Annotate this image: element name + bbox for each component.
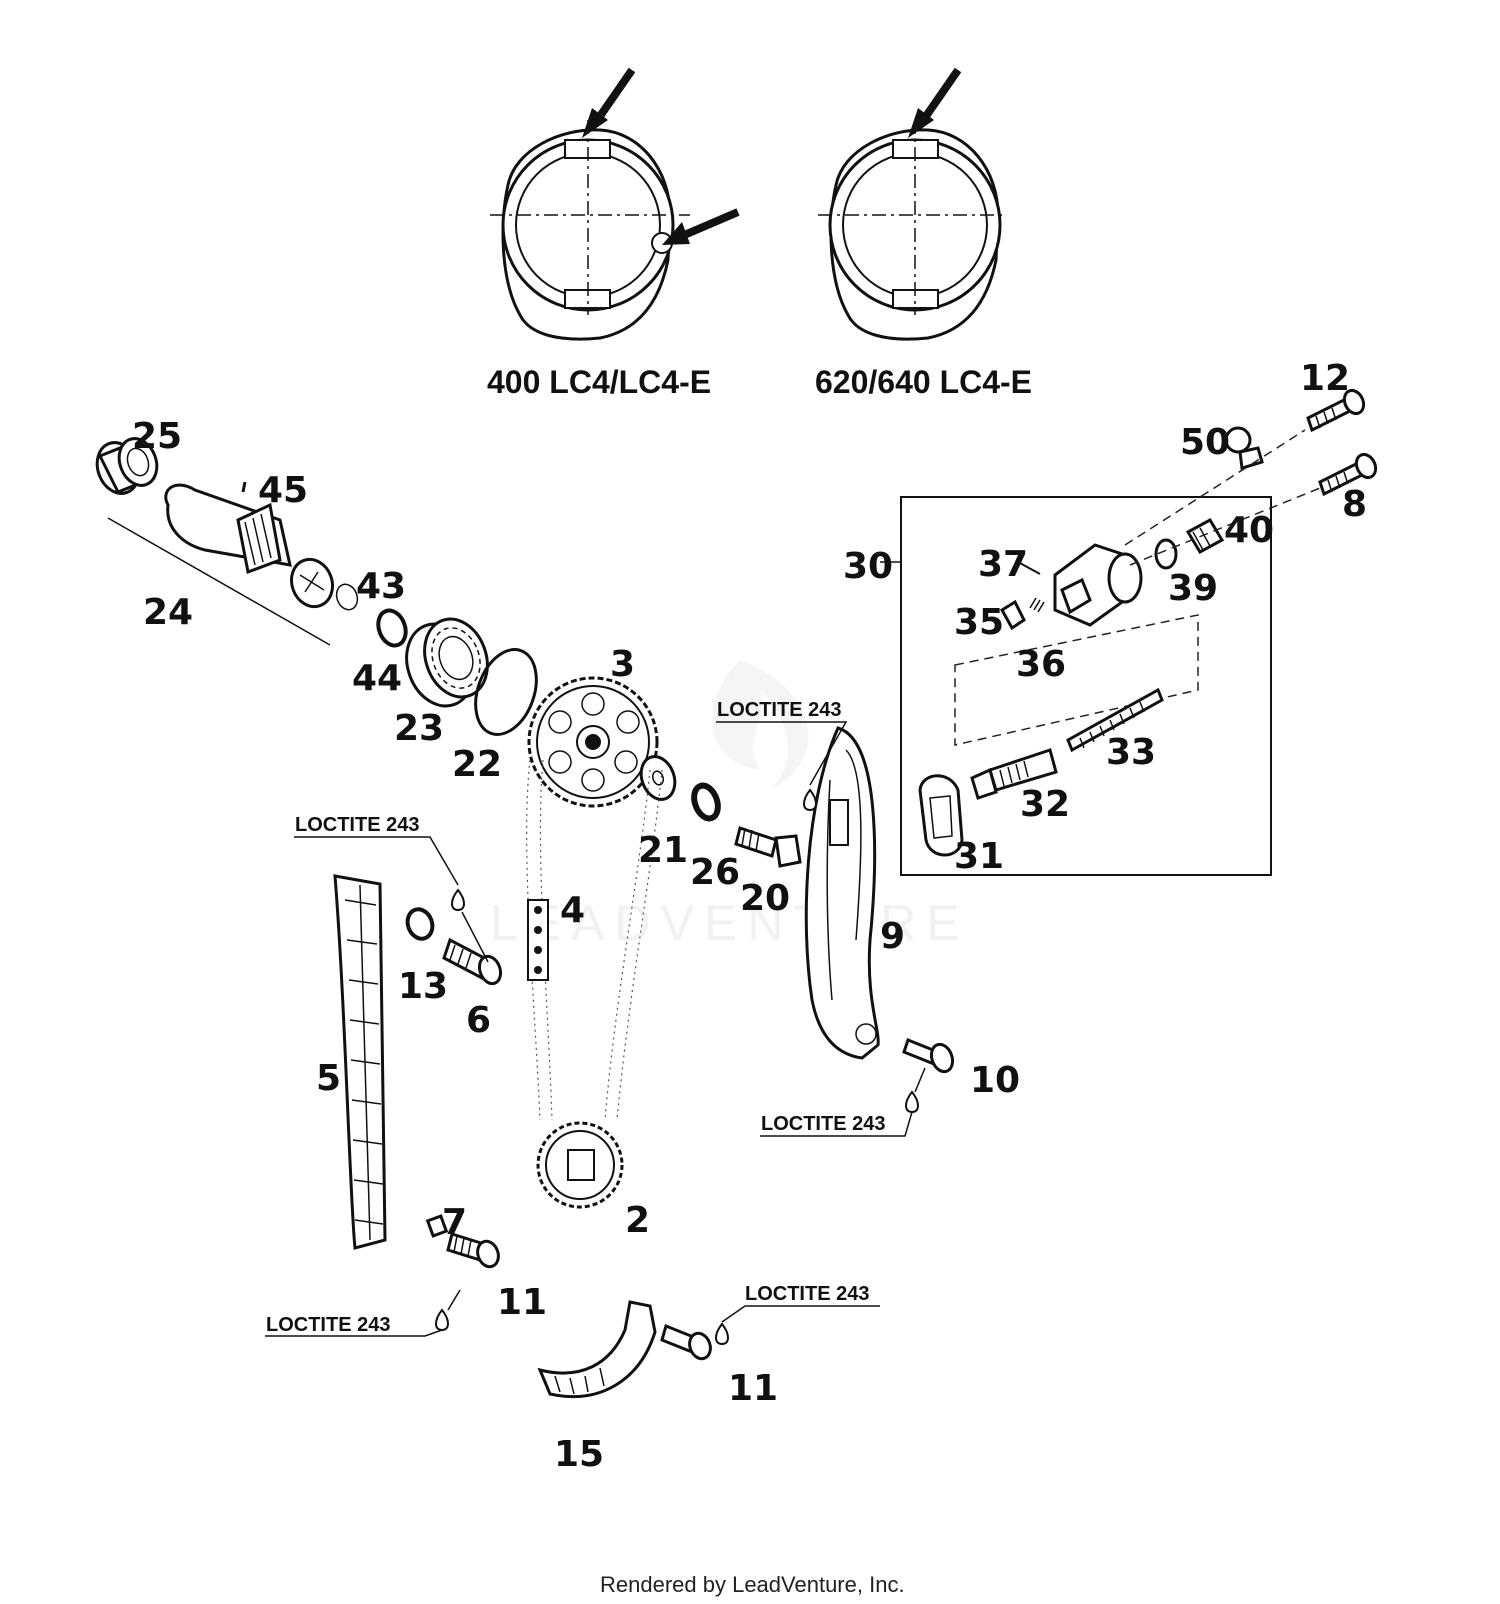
callout-40: 40 (1224, 510, 1274, 551)
clamp-part-50 (1224, 426, 1264, 470)
bolt-part-20 (734, 826, 802, 868)
callout-37: 37 (978, 544, 1028, 585)
loctite-label: LOCTITE 243 (761, 1113, 885, 1135)
callout-36: 36 (1016, 644, 1066, 685)
callout-25: 25 (132, 416, 182, 457)
callout-13: 13 (398, 966, 448, 1007)
tensioner-rail-part-9 (804, 726, 880, 1060)
callout-35: 35 (954, 602, 1004, 643)
footer-credit: Rendered by LeadVenture, Inc. (600, 1572, 905, 1597)
bolt-part-8 (1318, 452, 1378, 497)
tensioner-housing-part (1053, 543, 1143, 627)
callout-22: 22 (452, 744, 502, 785)
leader-lines (265, 721, 926, 1337)
washer-part-39 (1154, 538, 1178, 570)
tensioner-bolt-part-32 (970, 748, 1058, 800)
callout-44: 44 (352, 658, 402, 699)
bolt-part-10 (902, 1038, 955, 1074)
callout-21: 21 (638, 830, 688, 871)
pin-part-37 (1017, 561, 1041, 575)
needle-bearing-part-25 (95, 437, 159, 495)
callout-10: 10 (970, 1060, 1020, 1101)
circlip-part-44 (376, 608, 408, 648)
seal-ring-part-13 (405, 907, 435, 941)
callout-24: 24 (143, 592, 193, 633)
callout-33: 33 (1106, 732, 1156, 773)
loctite-label: LOCTITE 243 (266, 1314, 390, 1336)
bolt-part-12 (1306, 388, 1366, 433)
callout-45: 45 (258, 470, 308, 511)
callout-5: 5 (316, 1058, 341, 1099)
callout-26: 26 (690, 852, 740, 893)
callout-39: 39 (1168, 568, 1218, 609)
callout-9: 9 (880, 916, 905, 957)
circlip-part-22 (474, 648, 538, 736)
callout-15: 15 (554, 1434, 604, 1475)
callout-30: 30 (843, 546, 893, 587)
callout-23: 23 (394, 708, 444, 749)
callout-4: 4 (560, 890, 585, 931)
housing-620-640 (818, 67, 1005, 341)
crank-sprocket-part-2 (536, 1121, 624, 1209)
callout-8: 8 (1342, 484, 1367, 525)
callout-6: 6 (466, 1000, 491, 1041)
callout-3: 3 (610, 644, 635, 685)
housing-400 (490, 67, 740, 341)
loctite-drop (435, 788, 919, 1346)
callout-32: 32 (1020, 784, 1070, 825)
spring-part-33 (1066, 687, 1164, 753)
washer-part-21 (639, 755, 677, 801)
callout-20: 20 (740, 878, 790, 919)
callout-2: 2 (625, 1200, 650, 1241)
ball-bearing-part-23 (405, 617, 489, 708)
timing-chain-part-4 (526, 759, 663, 1121)
watermark: LEADVENTURE (490, 660, 970, 951)
variant-label-400: 400 LC4/LC4-E (487, 364, 711, 400)
o-ring-part-43 (335, 583, 359, 611)
spring-part-36 (1029, 597, 1045, 613)
camshaft-part-24 (107, 483, 335, 646)
callout-7: 7 (442, 1202, 467, 1243)
nut-part-7 (425, 1214, 449, 1238)
loctite-label: LOCTITE 243 (717, 699, 841, 721)
watermark-text: LEADVENTURE (490, 895, 970, 951)
tensioner-group-box (900, 496, 1272, 876)
bolt-part-11b (660, 1323, 712, 1361)
pin-part-45 (241, 481, 247, 493)
callout-11-lower: 11 (728, 1368, 778, 1409)
plunger-part-35 (999, 599, 1026, 631)
callout-50: 50 (1180, 422, 1230, 463)
callout-11-upper: 11 (497, 1282, 547, 1323)
chain-guide-part-15 (537, 1300, 657, 1399)
callout-43: 43 (356, 566, 406, 607)
gasket-part-31 (918, 774, 964, 857)
callout-12: 12 (1300, 358, 1350, 399)
camshaft-sprocket-part-3 (527, 676, 659, 808)
loctite-label: LOCTITE 243 (745, 1283, 869, 1305)
callout-31: 31 (954, 836, 1004, 877)
variant-label-620-640: 620/640 LC4-E (815, 364, 1032, 400)
bolt-part-11a (446, 1232, 500, 1269)
loctite-label: LOCTITE 243 (295, 814, 419, 836)
seal-ring-part-26 (691, 782, 721, 822)
guide-rail-part-5 (333, 874, 387, 1250)
plug-part-40 (1185, 517, 1225, 555)
